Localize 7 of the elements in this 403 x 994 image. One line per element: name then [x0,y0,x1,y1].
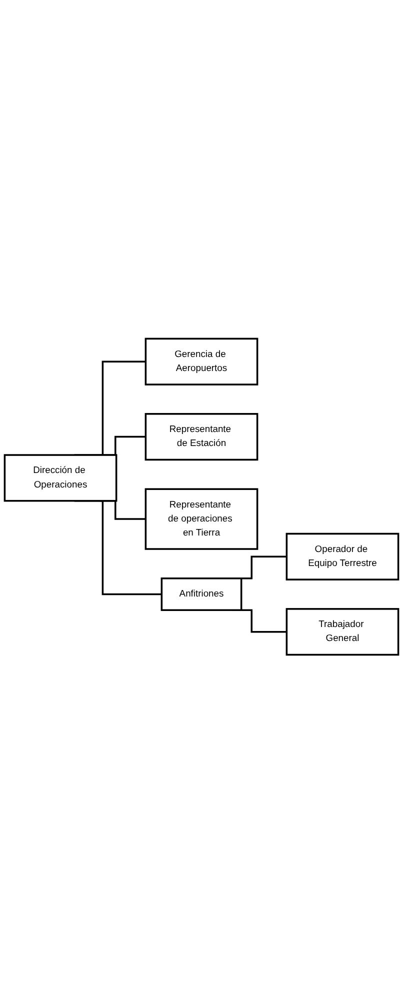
node-box: Representante de operaciones en Tierra [144,488,258,550]
node-box: Trabajador General [286,608,400,656]
node-box: Dirección de Operaciones [4,454,118,502]
node-box: Gerencia de Aeropuertos [144,338,258,386]
node-box: Anfitriones [160,578,242,612]
node-box: Representante de Estación [144,413,258,461]
node-box: Operador de Equipo Terrestre [286,533,400,581]
